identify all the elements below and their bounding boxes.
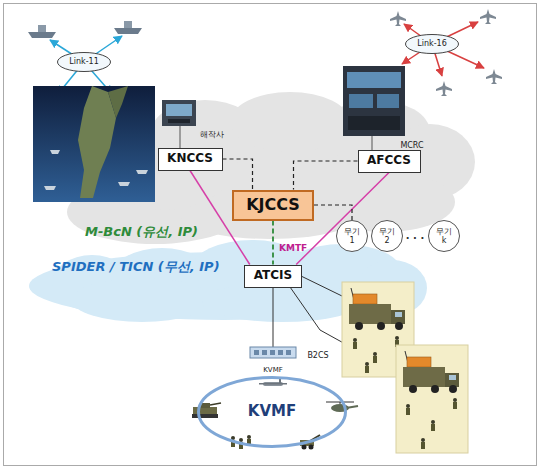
weapon-name: 무기 2 bbox=[377, 227, 397, 245]
frame bbox=[4, 4, 537, 466]
network-name: SPIDER / TICN (무선, IP) bbox=[52, 260, 220, 275]
link16-wires bbox=[402, 22, 484, 76]
uav-icon bbox=[259, 379, 287, 386]
text-holder: KJCCS bbox=[246, 196, 300, 214]
text-holder: 무기 k bbox=[434, 227, 454, 245]
system-name: AFCCS bbox=[367, 154, 411, 168]
tank-icon bbox=[192, 403, 221, 418]
b2cs-device bbox=[250, 347, 296, 358]
link-name: Link-11 bbox=[69, 57, 98, 66]
weapon-circle: 무기 1 bbox=[336, 220, 368, 252]
system-name: ATCIS bbox=[254, 269, 292, 283]
link11-wires bbox=[50, 36, 122, 94]
text-holder: 무기 2 bbox=[377, 227, 397, 245]
protocol-label: KMTF bbox=[279, 243, 307, 253]
satellite-map bbox=[33, 86, 155, 202]
aircraft-icons bbox=[390, 9, 502, 96]
text-holder: ATCIS bbox=[254, 269, 292, 283]
site-label: MCRC bbox=[400, 141, 423, 150]
site-label: 해작사 bbox=[200, 130, 224, 139]
text-holder: KVMF bbox=[248, 403, 296, 420]
text-holder: Link-16 bbox=[417, 39, 446, 48]
network-name: M-BcN (유선, IP) bbox=[85, 225, 198, 240]
weapon-name: 무기 1 bbox=[342, 227, 362, 245]
joint-system-box: KJCCS bbox=[232, 190, 314, 221]
system-name: KNCCS bbox=[167, 152, 213, 166]
system-box: AFCCS bbox=[358, 150, 421, 173]
label-box: 해작사 bbox=[200, 122, 224, 141]
cloud-label-box: M-BcN (유선, IP) bbox=[85, 225, 198, 240]
text-holder: AFCCS bbox=[367, 154, 411, 168]
label-box: B2CS bbox=[307, 343, 328, 362]
edge-label-box: KMTF bbox=[279, 236, 307, 255]
label-box: MCRC bbox=[400, 133, 423, 152]
system-box: ATCIS bbox=[244, 265, 302, 288]
ellipsis-mark: · · · bbox=[406, 233, 424, 245]
cloud-label-box: SPIDER / TICN (무선, IP) bbox=[52, 260, 220, 275]
link-name: Link-16 bbox=[417, 39, 446, 48]
text-holder: 무기 1 bbox=[342, 227, 362, 245]
kvmf-ring: KVMF bbox=[197, 376, 347, 448]
weapon-circle: 무기 k bbox=[428, 220, 460, 252]
text-holder: KNCCS bbox=[167, 152, 213, 166]
label-box: KVMF bbox=[263, 357, 282, 376]
message-format-name: KVMF bbox=[248, 403, 296, 420]
device-label: B2CS bbox=[307, 351, 328, 360]
weapon-circle: 무기 2 bbox=[371, 220, 403, 252]
format-label: KVMF bbox=[263, 366, 282, 374]
ship-icons bbox=[28, 21, 142, 38]
system-name: KJCCS bbox=[246, 196, 300, 214]
label-box: · · · bbox=[406, 227, 424, 246]
system-box: KNCCS bbox=[158, 148, 223, 171]
field-unit-panel bbox=[396, 345, 468, 453]
weapon-name: 무기 k bbox=[434, 227, 454, 245]
link-ellipse: Link-11 bbox=[57, 52, 111, 72]
link-ellipse: Link-16 bbox=[405, 34, 459, 54]
text-holder: Link-11 bbox=[69, 57, 98, 66]
